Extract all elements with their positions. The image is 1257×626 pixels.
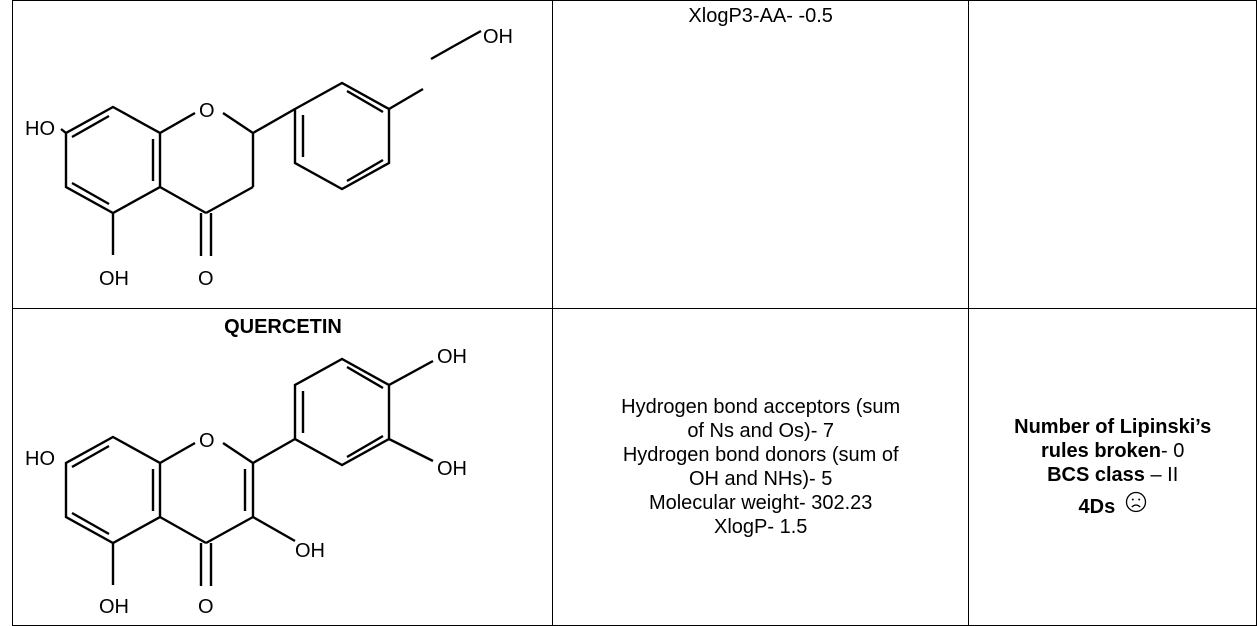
compound-table: OH HO O OH O XlogP3-AA- -0.5 QUERCETIN [12, 0, 1257, 626]
bcs-line: BCS class – II [969, 463, 1256, 487]
label-ho-left: HO [25, 118, 55, 140]
label-ketone-o: O [198, 268, 214, 290]
label-ring-o: O [199, 430, 215, 452]
summary-cell-quercetin: Number of Lipinski’s rules broken- 0 BCS… [968, 308, 1257, 626]
label-ring-o: O [199, 100, 215, 122]
hbd-line1: Hydrogen bond donors (sum of [622, 444, 899, 466]
label-ho-left: HO [25, 448, 55, 470]
fourd-line: 4Ds [969, 491, 1256, 519]
bcs-label: BCS class [1047, 464, 1145, 486]
lipinski-line2: rules broken- 0 [969, 439, 1256, 463]
lipinski-summary: Number of Lipinski’s rules broken- 0 BCS… [969, 415, 1256, 519]
fourd-label: 4Ds [1078, 496, 1116, 518]
sad-face-icon [1125, 491, 1146, 513]
label-oh-right: OH [437, 458, 467, 480]
properties-cell-row1: XlogP3-AA- -0.5 [551, 0, 970, 309]
molecular-weight: Molecular weight- 302.23 [648, 492, 873, 514]
compound-name: QUERCETIN [224, 316, 342, 338]
summary-cell-row1 [968, 0, 1257, 309]
lipinski-label-line2: rules broken [1040, 440, 1162, 462]
label-oh-bottom: OH [99, 268, 129, 290]
label-oh-c3: OH [295, 540, 325, 562]
hba-line1: Hydrogen bond acceptors (sum [621, 396, 901, 418]
xlogp-quercetin: XlogP- 1.5 [713, 516, 808, 538]
lipinski-value: - 0 [1161, 440, 1185, 462]
label-oh-top: OH [483, 26, 513, 48]
molecule-structure-quercetin: QUERCETIN [25, 316, 467, 618]
hbd-line2: OH and NHs)- 5 [688, 468, 833, 490]
molecule-structure-1: OH HO O OH O [25, 26, 513, 290]
label-oh-top: OH [437, 346, 467, 368]
structure-cell-naringenin: OH HO O OH O [12, 0, 553, 309]
xlogp-row1: XlogP3-AA- -0.5 [688, 5, 833, 27]
property-list: Hydrogen bond acceptors (sum of Ns and O… [553, 395, 968, 539]
hba-line2: of Ns and Os)- 7 [687, 420, 835, 442]
label-ketone-o: O [198, 596, 214, 618]
bcs-value: – II [1144, 464, 1179, 486]
structure-cell-quercetin: QUERCETIN [12, 308, 553, 626]
table-row: QUERCETIN [12, 308, 1257, 626]
table-row: OH HO O OH O XlogP3-AA- -0.5 [12, 0, 1257, 309]
label-oh-bottom: OH [99, 596, 129, 618]
lipinski-label-line1: Number of Lipinski’s [1014, 416, 1212, 438]
properties-cell-quercetin: Hydrogen bond acceptors (sum of Ns and O… [551, 308, 970, 626]
